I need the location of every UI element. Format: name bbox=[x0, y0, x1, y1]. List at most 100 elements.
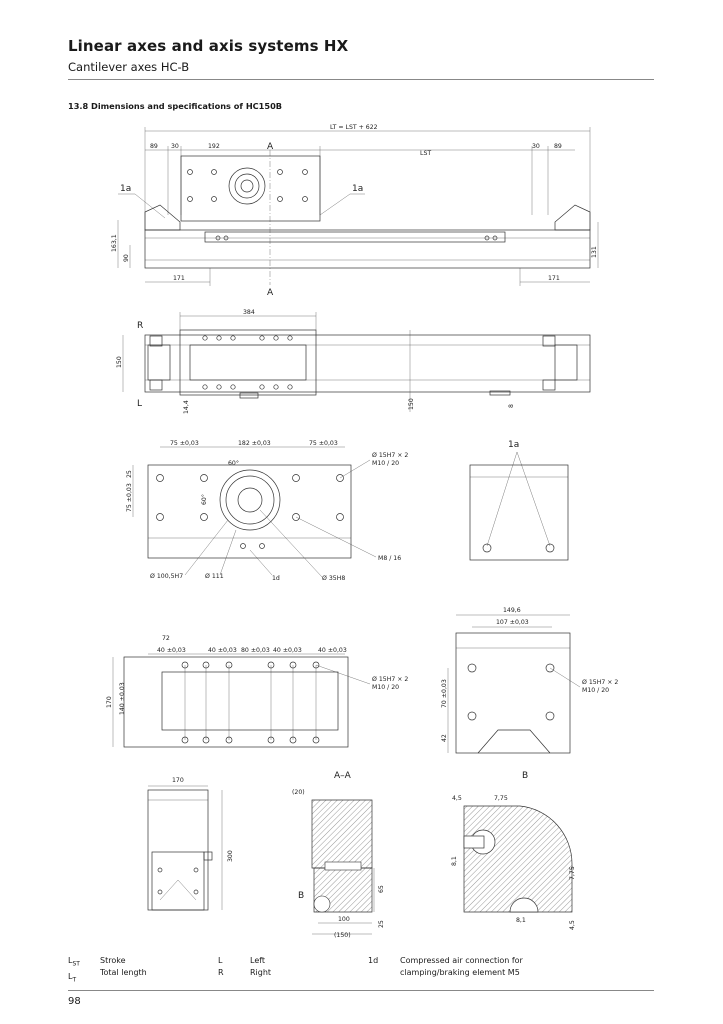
legend-symbols-col1: LST LT bbox=[68, 955, 80, 986]
legend-symbols-col2: L R bbox=[218, 955, 224, 979]
dim-25: 25 bbox=[126, 470, 133, 478]
label-a-bottom: A bbox=[267, 288, 274, 298]
dim-40-1: 40 ±0,03 bbox=[157, 647, 186, 654]
callout-1d: 1d bbox=[272, 575, 280, 582]
dim-163-1: 163,1 bbox=[111, 234, 118, 252]
dim-7-75-top: 7,75 bbox=[494, 795, 508, 802]
dim-150-left: 150 bbox=[116, 356, 123, 368]
end-face-view: 149,6 107 ±0,03 70 ±0,03 42 Ø 15H7 × 2 M… bbox=[441, 607, 618, 754]
dim-100: 100 bbox=[338, 916, 350, 923]
dim-384: 384 bbox=[243, 309, 255, 316]
legend-text-col3: Compressed air connection for clamping/b… bbox=[400, 955, 523, 979]
section-heading: 13.8 Dimensions and specifications of HC… bbox=[68, 101, 283, 111]
dim-131: 131 bbox=[591, 246, 598, 258]
dim-8-1-bottom: 8,1 bbox=[516, 917, 526, 924]
header-divider bbox=[68, 79, 654, 80]
dim-72: 72 bbox=[162, 635, 170, 642]
callout-bore-111: Ø 111 bbox=[205, 572, 224, 580]
label-1a-left: 1a bbox=[120, 184, 131, 194]
dim-107: 107 ±0,03 bbox=[496, 619, 529, 626]
dim-75-left: 75 ±0,03 bbox=[170, 440, 199, 447]
callout-m10-20-b: M10 / 20 bbox=[372, 684, 399, 691]
label-b-section: B bbox=[298, 891, 304, 901]
dim-75-right: 75 ±0,03 bbox=[309, 440, 338, 447]
side-small-view: 170 300 bbox=[147, 777, 234, 911]
legend-text-col1: Stroke Total length bbox=[100, 955, 147, 979]
dim-65: 65 bbox=[378, 885, 385, 893]
callout-bore-15h7-b: Ø 15H7 × 2 bbox=[372, 675, 408, 683]
dim-overall-length: LT = LST + 622 bbox=[330, 124, 378, 131]
callout-bore-15h7: Ø 15H7 × 2 bbox=[372, 451, 408, 459]
dim-40-4: 40 ±0,03 bbox=[318, 647, 347, 654]
legend-sym-1d: 1d bbox=[368, 956, 379, 965]
dim-20-paren: (20) bbox=[292, 789, 305, 796]
dim-8-1-left: 8,1 bbox=[451, 856, 458, 866]
legend-stroke: Stroke bbox=[100, 956, 126, 965]
legend-left: Left bbox=[250, 956, 266, 965]
side-right-view: 1a bbox=[469, 440, 569, 561]
detail-b-view: B 4,5 7,75 8,1 7,75 8,1 4,5 bbox=[451, 771, 576, 930]
dim-25-section: 25 bbox=[378, 920, 385, 928]
dim-40-3: 40 ±0,03 bbox=[273, 647, 302, 654]
dim-7-75-right: 7,75 bbox=[569, 866, 576, 880]
dim-150-paren: (150) bbox=[334, 932, 351, 939]
dim-171-left: 171 bbox=[173, 275, 185, 282]
dim-stroke: LST bbox=[420, 150, 431, 157]
dim-89-right: 89 bbox=[554, 143, 562, 150]
dim-30-left: 30 bbox=[171, 143, 179, 150]
legend-sym-l: L bbox=[218, 956, 223, 965]
page-number: 98 bbox=[68, 996, 81, 1007]
legend-total-length: Total length bbox=[100, 968, 147, 977]
section-aa-title: A–A bbox=[334, 771, 352, 781]
legend-sym-lst: LST bbox=[68, 956, 80, 968]
dim-4-5-right: 4,5 bbox=[569, 920, 576, 930]
dim-14-4: 14,4 bbox=[183, 400, 190, 414]
carriage-top-view: 72 40 ±0,03 40 ±0,03 80 ±0,03 40 ±0,03 4… bbox=[106, 635, 408, 748]
callout-m8-16: M8 / 16 bbox=[378, 555, 401, 562]
label-1a-right: 1a bbox=[352, 184, 363, 194]
page-subtitle: Cantilever axes HC-B bbox=[68, 60, 190, 74]
dim-150-middle: 150 bbox=[408, 398, 415, 410]
dim-140: 140 ±0,03 bbox=[119, 682, 126, 715]
top-view: 384 R L 150 14,4 150 8 bbox=[116, 309, 591, 414]
legend-sym-lt: LT bbox=[68, 971, 77, 984]
legend-right: Right bbox=[250, 968, 272, 977]
dim-42: 42 bbox=[441, 734, 448, 742]
callout-bore-100-5: Ø 100,5H7 bbox=[150, 572, 183, 580]
dim-90: 90 bbox=[123, 254, 130, 262]
legend-clamping-element: clamping/braking element M5 bbox=[400, 968, 520, 977]
dim-89-left: 89 bbox=[150, 143, 158, 150]
legend-sym-r: R bbox=[218, 968, 224, 977]
dim-60deg-side: 60° bbox=[200, 494, 208, 505]
legend-compressed-air: Compressed air connection for bbox=[400, 956, 523, 965]
front-view: LT = LST + 622 89 30 192 30 89 LST A A bbox=[111, 124, 599, 298]
legend-text-col2: Left Right bbox=[250, 955, 271, 979]
callout-m10-20-c: M10 / 20 bbox=[582, 687, 609, 694]
dim-30-right: 30 bbox=[532, 143, 540, 150]
dim-170-small: 170 bbox=[172, 777, 184, 784]
carriage-front-view: 75 ±0,03 182 ±0,03 75 ±0,03 25 75 ±0,03 … bbox=[126, 440, 408, 582]
dim-70: 70 ±0,03 bbox=[441, 679, 448, 708]
footer-divider bbox=[68, 990, 654, 991]
legend-symbols-col3: 1d bbox=[368, 955, 378, 967]
dim-170: 170 bbox=[106, 696, 113, 708]
callout-bore-35h8: Ø 35H8 bbox=[322, 574, 345, 582]
dim-75-vertical: 75 ±0,03 bbox=[126, 483, 133, 512]
label-r: R bbox=[137, 321, 143, 331]
dim-40-2: 40 ±0,03 bbox=[208, 647, 237, 654]
page-title: Linear axes and axis systems HX bbox=[68, 37, 349, 55]
label-l: L bbox=[137, 399, 142, 409]
dim-60deg-top: 60° bbox=[228, 459, 239, 467]
dim-8: 8 bbox=[508, 404, 515, 408]
detail-b-title: B bbox=[522, 771, 528, 781]
label-1a-side: 1a bbox=[508, 440, 519, 450]
callout-m10-20: M10 / 20 bbox=[372, 460, 399, 467]
section-aa-view: A–A (20) B 65 100 (150) 25 bbox=[292, 771, 385, 939]
dim-171-right: 171 bbox=[548, 275, 560, 282]
dim-192: 192 bbox=[208, 143, 220, 150]
dim-300: 300 bbox=[227, 850, 234, 862]
callout-bore-15h7-c: Ø 15H7 × 2 bbox=[582, 678, 618, 686]
dim-4-5-top: 4,5 bbox=[452, 795, 462, 802]
dim-149-6: 149,6 bbox=[503, 607, 521, 614]
